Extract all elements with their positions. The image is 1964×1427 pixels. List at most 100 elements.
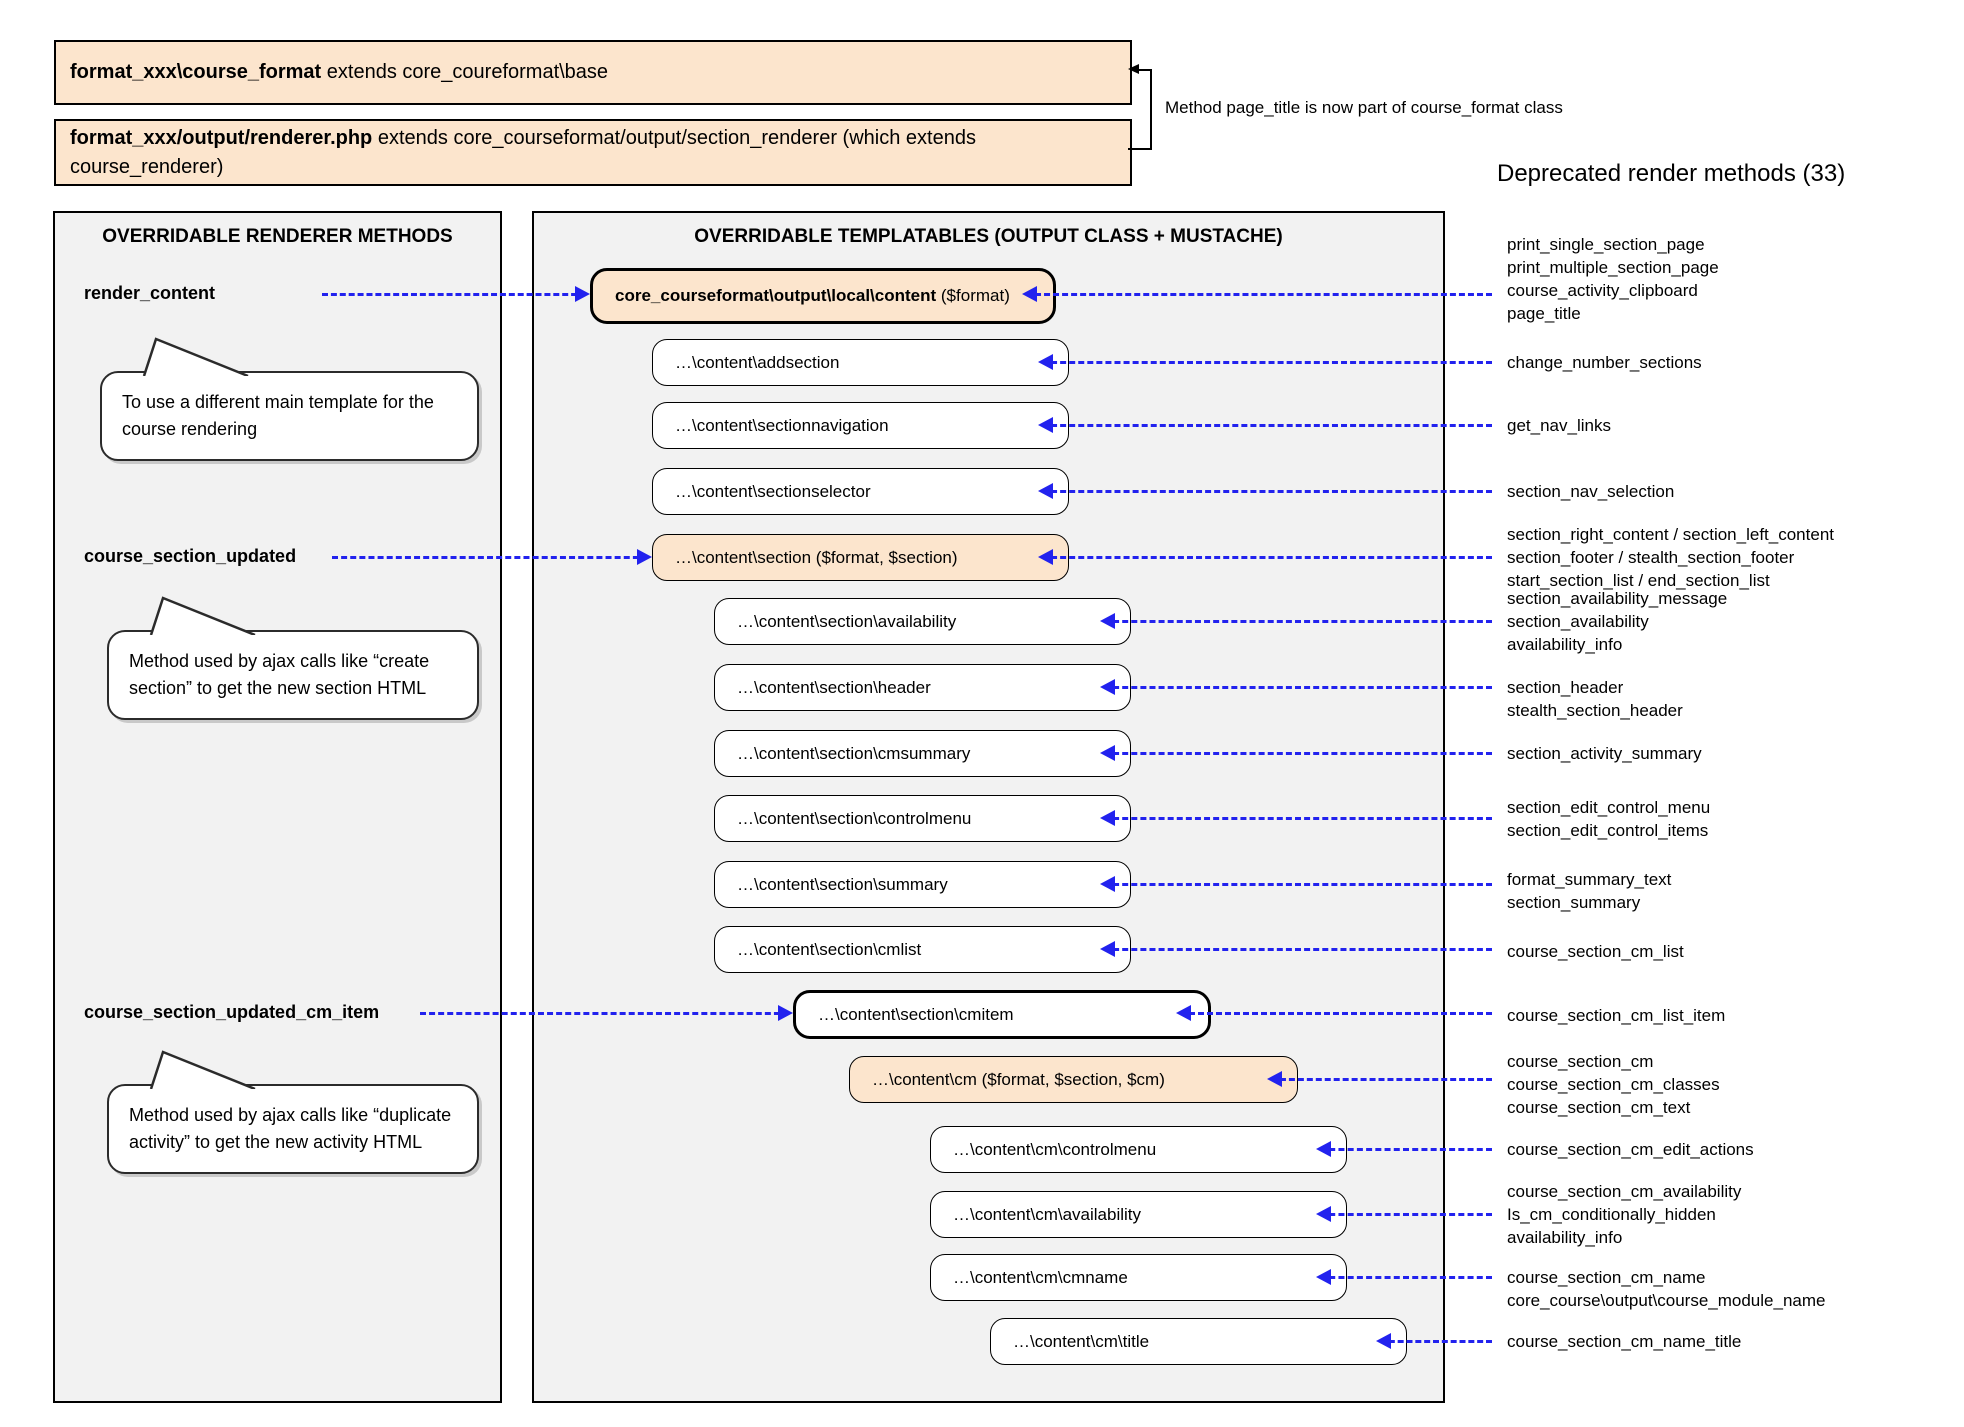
templatable-box-section-availability: …\content\section\availability — [714, 598, 1131, 645]
deprecated-group-section-cmitem: course_section_cm_list_item — [1507, 1004, 1725, 1027]
deprecated-group-section-summary: format_summary_text section_summary — [1507, 868, 1671, 914]
arrow-section-updated-to-section — [332, 549, 652, 565]
deprecated-group-section: section_right_content / section_left_con… — [1507, 523, 1834, 592]
deprecated-method: start_section_list / end_section_list — [1507, 571, 1770, 590]
templatable-label: …\content\cm\availability — [953, 1204, 1142, 1224]
arrow-deprecated-to-addsection — [1038, 354, 1492, 370]
templatable-label: …\content\section ($format, $section) — [675, 547, 958, 567]
arrow-deprecated-to-section-availability — [1100, 613, 1492, 629]
deprecated-method: core_course\output\course_module_name — [1507, 1291, 1826, 1310]
arrow-deprecated-to-cm-cmname — [1316, 1269, 1492, 1285]
arrow-cm-item-to-cmitem — [420, 1005, 793, 1021]
deprecated-method: availability_info — [1507, 1228, 1623, 1247]
templatable-box-section-cmitem: …\content\section\cmitem — [793, 990, 1211, 1039]
speech-bubble-tail — [149, 1050, 256, 1089]
deprecated-method: availability_info — [1507, 635, 1623, 654]
templatable-label: …\content\cm\title — [1013, 1331, 1150, 1351]
templatable-label: …\content\section\availability — [737, 611, 957, 631]
deprecated-group-cm-controlmenu: course_section_cm_edit_actions — [1507, 1138, 1754, 1161]
class-box-renderer: format_xxx/output/renderer.php extends c… — [54, 119, 1132, 186]
speech-bubble-cm-item: Method used by ajax calls like “duplicat… — [107, 1050, 479, 1174]
deprecated-group-sectionselector: section_nav_selection — [1507, 480, 1674, 503]
deprecated-method: course_section_cm_name_title — [1507, 1332, 1742, 1351]
class-extends: extends core_courseformat/output/section… — [70, 127, 976, 178]
speech-bubble-render-content: To use a different main template for the… — [100, 337, 479, 461]
deprecated-method: Is_cm_conditionally_hidden — [1507, 1205, 1716, 1224]
templatable-label: …\content\addsection — [675, 352, 840, 372]
deprecated-group-section-header: section_header stealth_section_header — [1507, 676, 1683, 722]
deprecated-group-section-cmlist: course_section_cm_list — [1507, 940, 1684, 963]
templatable-args: ($format) — [936, 286, 1010, 305]
class-name: format_xxx/output/renderer.php — [70, 127, 373, 149]
arrow-deprecated-to-section-summary — [1100, 876, 1492, 892]
deprecated-group-cm: course_section_cm course_section_cm_clas… — [1507, 1050, 1720, 1119]
templatable-class: core_courseformat\output\local\content — [615, 286, 937, 305]
deprecated-method: section_availability — [1507, 612, 1649, 631]
class-name: format_xxx\course_format — [70, 61, 322, 83]
deprecated-method: section_edit_control_menu — [1507, 798, 1711, 817]
deprecated-method: course_section_cm — [1507, 1052, 1654, 1071]
templatable-box-section-header: …\content\section\header — [714, 664, 1131, 711]
templatable-label: …\content\section\summary — [737, 874, 948, 894]
deprecated-method: course_activity_clipboard — [1507, 281, 1698, 300]
arrow-deprecated-to-cm-availability — [1316, 1206, 1492, 1222]
arrow-deprecated-to-sectionnavigation — [1038, 417, 1492, 433]
deprecated-methods-title: Deprecated render methods (33) — [1497, 160, 1846, 187]
deprecated-method: course_section_cm_text — [1507, 1098, 1691, 1117]
templatables-panel-title: OVERRIDABLE TEMPLATABLES (OUTPUT CLASS +… — [694, 226, 1283, 247]
method-label-course-section-updated-cm-item: course_section_updated_cm_item — [84, 1002, 380, 1022]
templatable-box-sectionselector: …\content\sectionselector — [652, 468, 1069, 515]
arrow-render-content-to-content — [322, 286, 590, 302]
templatable-label: …\content\sectionnavigation — [675, 415, 889, 435]
deprecated-method: stealth_section_header — [1507, 701, 1683, 720]
arrow-deprecated-to-section-cmitem — [1176, 1005, 1492, 1021]
method-label-course-section-updated: course_section_updated — [84, 546, 297, 566]
templatable-box-cm-controlmenu: …\content\cm\controlmenu — [930, 1126, 1347, 1173]
deprecated-method: course_section_cm_classes — [1507, 1075, 1720, 1094]
templatable-label: core_courseformat\output\local\content (… — [615, 286, 1010, 306]
bracket-line-bottom — [1128, 148, 1152, 150]
deprecated-group-cm-cmname: course_section_cm_name core_course\outpu… — [1507, 1266, 1825, 1312]
speech-bubble-text: Method used by ajax calls like “duplicat… — [129, 1105, 452, 1152]
deprecated-method: print_single_section_page — [1507, 235, 1705, 254]
deprecated-method: section_header — [1507, 678, 1624, 697]
page-title-note: Method page_title is now part of course_… — [1165, 98, 1563, 117]
speech-bubble-tail — [149, 596, 256, 635]
arrow-deprecated-to-section — [1038, 549, 1492, 565]
templatable-box-section-cmlist: …\content\section\cmlist — [714, 926, 1131, 973]
speech-bubble-text: Method used by ajax calls like “create s… — [129, 651, 430, 698]
renderer-methods-panel-title: OVERRIDABLE RENDERER METHODS — [102, 226, 453, 247]
deprecated-method: section_footer / stealth_section_footer — [1507, 548, 1795, 567]
bracket-arrowhead — [1128, 64, 1139, 74]
templatable-label: …\content\section\cmsummary — [737, 743, 971, 763]
templatable-box-content: core_courseformat\output\local\content (… — [590, 268, 1056, 324]
deprecated-method: print_multiple_section_page — [1507, 258, 1719, 277]
deprecated-method: section_summary — [1507, 893, 1641, 912]
templatable-box-section: …\content\section ($format, $section) — [652, 534, 1069, 581]
deprecated-method: section_availability_message — [1507, 589, 1728, 608]
templatable-label: …\content\cm\cmname — [953, 1267, 1128, 1287]
templatable-box-cm: …\content\cm ($format, $section, $cm) — [849, 1056, 1298, 1103]
speech-bubble-course-section-updated: Method used by ajax calls like “create s… — [107, 596, 479, 720]
class-box-renderer-text: format_xxx/output/renderer.php extends c… — [70, 124, 1116, 182]
arrow-deprecated-to-section-header — [1100, 679, 1492, 695]
class-box-course-format: format_xxx\course_format extends core_co… — [54, 40, 1132, 105]
templatable-box-section-cmsummary: …\content\section\cmsummary — [714, 730, 1131, 777]
arrow-deprecated-to-section-cmsummary — [1100, 745, 1492, 761]
deprecated-group-content: print_single_section_page print_multiple… — [1507, 233, 1719, 325]
deprecated-group-addsection: change_number_sections — [1507, 351, 1702, 374]
deprecated-method: change_number_sections — [1507, 353, 1702, 372]
templatable-box-section-controlmenu: …\content\section\controlmenu — [714, 795, 1131, 842]
deprecated-method: get_nav_links — [1507, 416, 1611, 435]
templatable-box-section-summary: …\content\section\summary — [714, 861, 1131, 908]
templatable-label: …\content\section\header — [737, 677, 931, 697]
templatable-box-cm-cmname: …\content\cm\cmname — [930, 1254, 1347, 1301]
arrow-deprecated-to-cm-controlmenu — [1316, 1141, 1492, 1157]
arrow-deprecated-to-content — [1022, 286, 1492, 302]
templatable-label: …\content\cm ($format, $section, $cm) — [872, 1069, 1165, 1089]
templatable-label: …\content\cm\controlmenu — [953, 1139, 1157, 1159]
templatable-box-addsection: …\content\addsection — [652, 339, 1069, 386]
deprecated-method: section_right_content / section_left_con… — [1507, 525, 1834, 544]
templatable-label: …\content\section\cmlist — [737, 939, 922, 959]
